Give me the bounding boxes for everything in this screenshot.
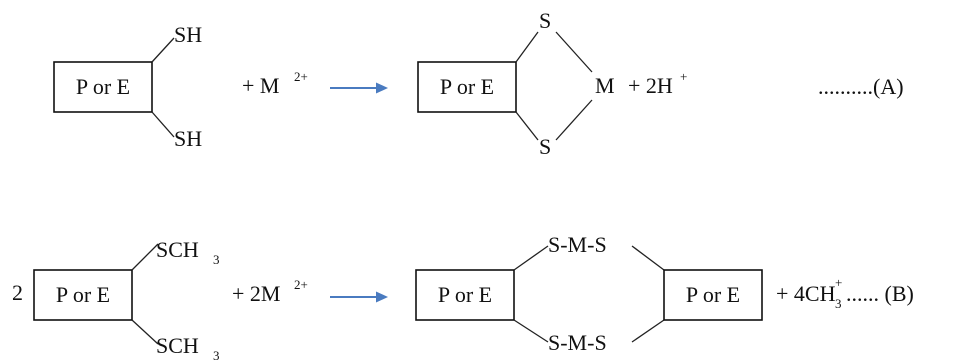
reaction-b-product-right-box-label: P or E (686, 282, 740, 307)
reaction-b-top-bond (131, 243, 159, 271)
reaction-b-right-top-bond (631, 245, 665, 271)
reaction-b-reactant-top-group: SCH (156, 237, 199, 262)
reaction-b-label: ...... (B) (846, 281, 914, 306)
reaction-a-product-metal: M (595, 73, 615, 98)
reaction-a-arrow-icon (330, 82, 388, 94)
reaction-a-reactant-box-label: P or E (76, 74, 130, 99)
reaction-b-product-left-box (415, 269, 515, 321)
reaction-a: P or E SH SH + M 2+ P or E S S M + 2H + … (53, 8, 904, 159)
reaction-b-product-right-box (663, 269, 763, 321)
reaction-b-arrow-icon (330, 291, 388, 303)
reaction-a-plus-hydrogen: + 2H (628, 73, 673, 98)
reaction-b-coefficient: 2 (12, 280, 23, 305)
reaction-a-product-top-atom: S (539, 8, 551, 33)
reaction-a-top-bond (151, 37, 175, 63)
reaction-b-reactant-box (33, 269, 133, 321)
reaction-b-methyl-subscript: 3 (835, 296, 842, 311)
reaction-a-reactant-top-group: SH (174, 22, 202, 47)
reaction-b-reactant-bottom-subscript: 3 (213, 348, 220, 362)
reaction-b-plus-metal: + 2M (232, 281, 280, 306)
reaction-b-left-top-bond (513, 245, 549, 271)
reaction-b-reactant-bottom-group: SCH (156, 333, 199, 358)
reaction-a-metal-charge: 2+ (294, 69, 308, 84)
reaction-a-product-top-bond (515, 31, 539, 63)
reaction-a-reactant-bottom-group: SH (174, 126, 202, 151)
reaction-a-plus-metal: + M (242, 73, 279, 98)
reaction-a-label: ..........(A) (818, 74, 904, 99)
reaction-b-bottom-bond (131, 319, 159, 345)
reaction-a-product-box-label: P or E (440, 74, 494, 99)
reaction-b-right-bottom-bond (631, 319, 665, 343)
reaction-b-product-top-bridge: S-M-S (548, 232, 607, 257)
reaction-a-hydrogen-charge: + (680, 69, 687, 84)
reaction-b-reactant-box-label: P or E (56, 282, 110, 307)
reaction-a-bottom-bond (151, 111, 175, 138)
reaction-a-product-bottom-atom: S (539, 134, 551, 159)
reaction-b-product-bottom-bridge: S-M-S (548, 330, 607, 355)
reaction-a-reactant-box (53, 61, 153, 113)
reaction-b: 2 P or E SCH 3 SCH 3 + 2M 2+ P or E S-M-… (12, 232, 914, 362)
reaction-a-s-m-bottom-bond (555, 99, 593, 141)
reaction-a-s-m-top-bond (555, 31, 593, 73)
reaction-b-left-bottom-bond (513, 319, 549, 343)
reaction-b-metal-charge: 2+ (294, 277, 308, 292)
reaction-b-reactant-top-subscript: 3 (213, 252, 220, 267)
reaction-a-product-box (417, 61, 517, 113)
reaction-b-plus-methyl: + 4CH (776, 281, 836, 306)
reaction-b-product-left-box-label: P or E (438, 282, 492, 307)
reaction-b-methyl-charge: + (835, 275, 842, 290)
reaction-a-product-bottom-bond (515, 111, 539, 141)
